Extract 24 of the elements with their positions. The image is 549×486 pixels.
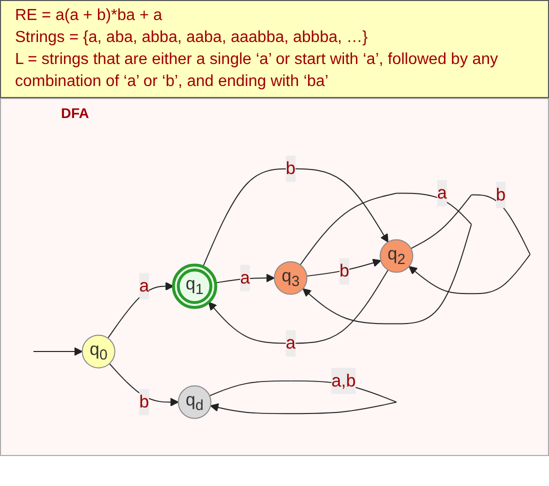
node-circle: q$_{0}$ — [82, 334, 116, 368]
edge-label: b — [286, 158, 296, 178]
diagram-label: DFA — [61, 105, 89, 121]
arrow — [202, 168, 388, 268]
node-circle: q$_{d}$ — [178, 385, 212, 419]
arrow — [107, 282, 174, 339]
formula-text: Strings = {a, aba, abba, aaba, aaabba, abbba, …} — [15, 28, 369, 48]
arrow — [408, 194, 531, 294]
edge-label: b — [139, 392, 150, 412]
formula-text: L = strings that are either a single ‘a’ or start with ‘a’, followed by any combination of ‘a’ or ‘b’, and ending with ‘ba’ — [15, 50, 500, 92]
edge-label: a — [286, 333, 296, 353]
edge-label: a — [437, 182, 447, 203]
edge-label: a — [139, 276, 150, 296]
arrow — [208, 269, 389, 344]
edge-label: b — [496, 184, 506, 204]
arrow — [32, 347, 83, 356]
edge-label: b — [340, 261, 350, 281]
edge-label: a — [240, 268, 250, 288]
edge-label: a,b — [331, 370, 356, 390]
node-circle: q$_{1}$ — [172, 264, 218, 309]
node-circle: q$_{2}$ — [380, 239, 414, 273]
node-circle: q$_{3}$ — [274, 261, 308, 295]
formula-text: RE = a(a + b)*ba + a — [15, 6, 164, 26]
arrow — [300, 192, 472, 324]
